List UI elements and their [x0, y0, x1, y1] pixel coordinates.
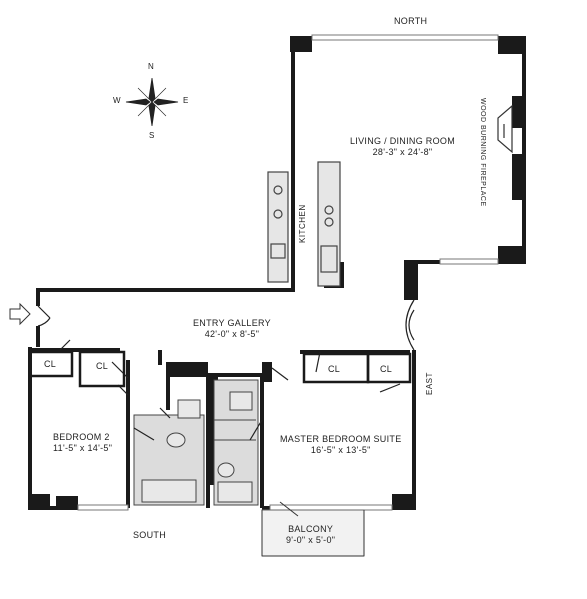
living-room-label: LIVING / DINING ROOM 28'-3" x 24'-8": [350, 136, 455, 158]
entry-gallery-name: ENTRY GALLERY: [193, 318, 271, 328]
compass-s: S: [149, 131, 155, 140]
living-room-name: LIVING / DINING ROOM: [350, 136, 456, 146]
direction-north: NORTH: [394, 16, 428, 26]
master-bedroom-label: MASTER BEDROOM SUITE 16'-5" x 13'-5": [280, 434, 402, 456]
direction-east: EAST: [425, 372, 434, 395]
bedroom-2-label: BEDROOM 2 11'-5" x 14'-5": [53, 432, 112, 454]
compass-e: E: [183, 96, 189, 105]
bedroom-2-dims: 11'-5" x 14'-5": [53, 443, 113, 453]
entry-arrow-icon: [9, 302, 31, 326]
compass-n: N: [148, 62, 154, 71]
closet-label: CL: [328, 364, 341, 374]
bedroom-2-name: BEDROOM 2: [53, 432, 110, 442]
balcony-label: BALCONY 9'-0" x 5'-0": [286, 524, 335, 546]
direction-south: SOUTH: [133, 530, 166, 540]
compass-w: W: [113, 96, 121, 105]
balcony-name: BALCONY: [288, 524, 334, 534]
balcony-dims: 9'-0" x 5'-0": [286, 535, 336, 545]
master-bedroom-name: MASTER BEDROOM SUITE: [280, 434, 402, 444]
bath-fixtures: [133, 379, 259, 506]
master-bedroom-dims: 16'-5" x 13'-5": [310, 445, 371, 455]
closets: [28, 350, 412, 388]
compass-rose-icon: [125, 77, 179, 127]
entry-gallery-label: ENTRY GALLERY 42'-0" x 8'-5": [193, 318, 271, 340]
balcony: [261, 501, 365, 557]
fireplace-label: WOOD BURNING FIREPLACE: [479, 98, 486, 207]
closet-label: CL: [380, 364, 393, 374]
closet-label: CL: [96, 361, 109, 371]
kitchen-counters: [267, 161, 341, 287]
doors: [37, 299, 415, 441]
fireplace-hearth: [497, 104, 513, 154]
entry-gallery-dims: 42'-0" x 8'-5": [204, 329, 260, 339]
kitchen-label: KITCHEN: [298, 204, 307, 243]
closet-label: CL: [44, 359, 57, 369]
living-room-dims: 28'-3" x 24'-8": [372, 147, 433, 157]
